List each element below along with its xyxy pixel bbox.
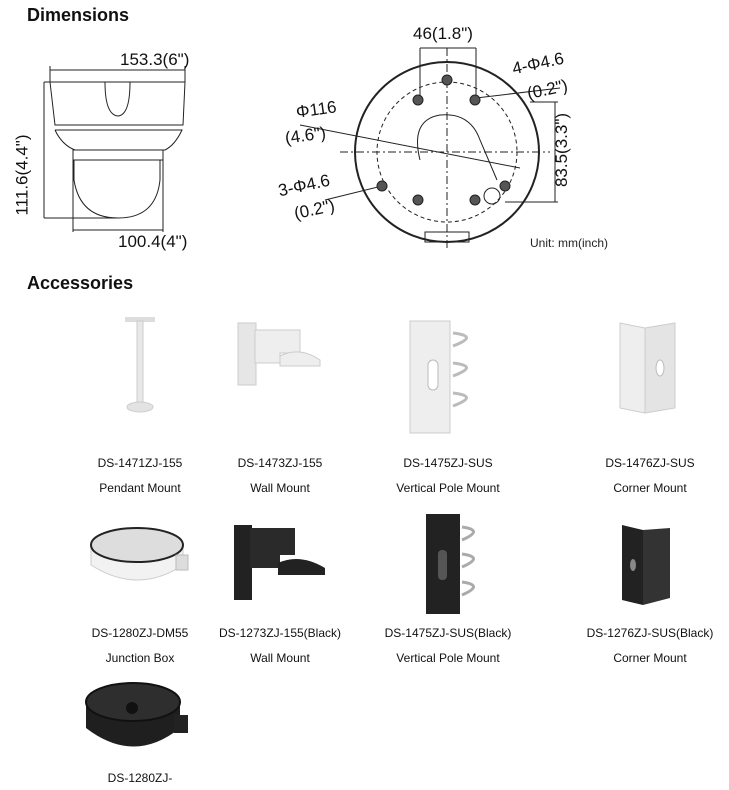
accessory-model: DS-1280ZJ-DM55	[91, 626, 189, 640]
accessory-model: DS-1280ZJ-	[107, 771, 173, 785]
accessory-name: Corner Mount	[613, 481, 687, 495]
accessory-model: DS-1476ZJ-SUS	[605, 456, 695, 470]
corner-mount-black-image	[622, 525, 670, 605]
pendant-mount-image	[125, 317, 155, 413]
vertical-pole-mount-black-image	[426, 514, 475, 614]
junction-box-black-image	[85, 682, 188, 747]
dome-width-label: 100.4(4")	[118, 232, 188, 251]
vertical-label: 83.5(3.3")	[552, 112, 572, 188]
accessory-model: DS-1473ZJ-155	[237, 456, 323, 470]
vertical-pole-mount-image	[409, 320, 468, 434]
wall-mount-black-image	[234, 525, 325, 600]
side-width-label: 153.3(6")	[120, 50, 190, 69]
side-height-label: 111.6(4.4")	[12, 134, 32, 216]
accessory-name: Wall Mount	[250, 481, 310, 495]
accessory-model: DS-1475ZJ-SUS	[403, 456, 493, 470]
accessory-model: DS-1475ZJ-SUS(Black)	[384, 626, 512, 640]
dimensions-heading: Dimensions	[27, 5, 130, 25]
accessory-name: Pendant Mount	[99, 481, 181, 495]
hole-spacing-label: 46(1.8")	[413, 24, 473, 43]
accessories-heading: Accessories	[27, 273, 134, 293]
accessory-model: DS-1273ZJ-155(Black)	[218, 626, 342, 640]
junction-box-image	[90, 527, 189, 581]
accessory-name: Corner Mount	[613, 651, 687, 665]
side-view-drawing	[43, 66, 186, 232]
accessory-name: Junction Box	[105, 651, 175, 665]
accessory-name: Vertical Pole Mount	[396, 481, 500, 495]
accessory-name: Vertical Pole Mount	[396, 651, 500, 665]
unit-label: Unit: mm(inch)	[530, 236, 609, 250]
corner-mount-image	[619, 322, 676, 414]
accessory-model: DS-1471ZJ-155	[97, 456, 183, 470]
accessory-name: Wall Mount	[250, 651, 310, 665]
bottom-view-drawing	[299, 47, 561, 250]
accessory-model: DS-1276ZJ-SUS(Black)	[586, 626, 714, 640]
wall-mount-image	[237, 322, 321, 386]
